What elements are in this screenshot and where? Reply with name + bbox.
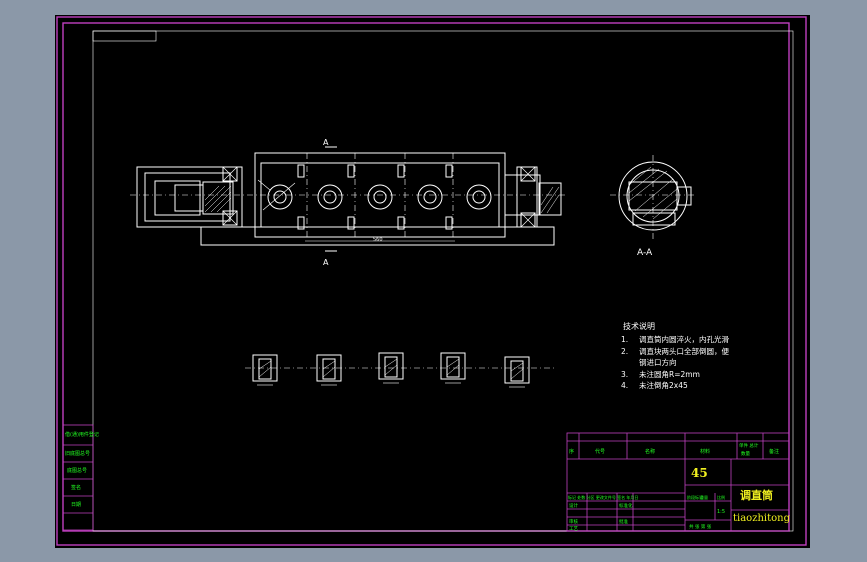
bore-holes bbox=[267, 184, 492, 210]
section-label-top: A bbox=[323, 138, 329, 147]
cad-viewport: A A 560 A-A bbox=[55, 15, 810, 548]
svg-text:名称: 名称 bbox=[645, 448, 655, 455]
part-name: 调直筒 bbox=[740, 488, 773, 502]
drawing-canvas: A A 560 A-A bbox=[56, 16, 807, 546]
svg-text:2.: 2. bbox=[621, 347, 628, 356]
svg-text:重量: 重量 bbox=[700, 494, 708, 500]
svg-text:1.: 1. bbox=[621, 335, 628, 344]
svg-text:4.: 4. bbox=[621, 381, 628, 390]
side-stamp-table: 借(通)用件登记 旧底图总号 底图总号 签名 日期 bbox=[62, 424, 99, 531]
detail-views bbox=[245, 352, 555, 388]
svg-text:单件 总计: 单件 总计 bbox=[739, 442, 759, 449]
dimension-length: 560 bbox=[373, 237, 383, 243]
section-label-bottom: A bbox=[323, 258, 329, 267]
svg-text:旧底图总号: 旧底图总号 bbox=[65, 450, 90, 457]
svg-text:借(通)用件登记: 借(通)用件登记 bbox=[65, 431, 99, 438]
svg-text:设计: 设计 bbox=[569, 502, 578, 509]
code-box bbox=[92, 30, 157, 42]
note-1: 调直筒内圆淬火，内孔光滑 bbox=[639, 334, 729, 344]
svg-text:备注: 备注 bbox=[769, 448, 779, 455]
material-text: 45 bbox=[691, 466, 708, 480]
svg-text:数量: 数量 bbox=[741, 450, 750, 457]
outer-frame bbox=[56, 16, 807, 546]
svg-text:比例: 比例 bbox=[717, 494, 725, 500]
section-view-label: A-A bbox=[637, 248, 653, 258]
svg-text:日期: 日期 bbox=[71, 502, 81, 508]
scale-text: 1:5 bbox=[717, 509, 725, 515]
technical-notes: 技术说明 1. 调直筒内圆淬火，内孔光滑 2. 调直块两头口全部倒圆，便 钢进口… bbox=[621, 321, 729, 390]
svg-text:批准: 批准 bbox=[619, 518, 628, 525]
svg-text:代号: 代号 bbox=[595, 448, 605, 455]
inner-frame bbox=[62, 22, 790, 532]
note-2: 调直块两头口全部倒圆，便 bbox=[639, 346, 729, 356]
section-view: A-A bbox=[610, 155, 695, 258]
title-block: 序 代号 名称 材料 单件 总计 数量 备注 45 调直筒 tiaozhiton… bbox=[566, 432, 791, 532]
main-view: A A 560 bbox=[130, 138, 567, 267]
svg-text:标准化: 标准化 bbox=[619, 502, 633, 509]
svg-text:序: 序 bbox=[569, 448, 574, 455]
note-2b: 钢进口方向 bbox=[639, 357, 677, 367]
svg-text:阶段标记: 阶段标记 bbox=[687, 494, 703, 500]
svg-text:3.: 3. bbox=[621, 370, 628, 379]
svg-text:底图总号: 底图总号 bbox=[67, 467, 87, 474]
notes-title: 技术说明 bbox=[623, 321, 655, 331]
svg-text:工艺: 工艺 bbox=[569, 526, 578, 532]
svg-text:材料: 材料 bbox=[700, 448, 710, 455]
svg-text:标记 处数 分区 更改文件号 签名 年月日: 标记 处数 分区 更改文件号 签名 年月日 bbox=[568, 494, 638, 500]
svg-text:审核: 审核 bbox=[569, 518, 578, 525]
drawing-code: tiaozhitong bbox=[733, 513, 791, 524]
svg-text:共 张 第 张: 共 张 第 张 bbox=[689, 523, 712, 530]
note-4: 未注倒角2x45 bbox=[639, 380, 688, 390]
svg-text:签名: 签名 bbox=[71, 484, 81, 491]
drawing-border bbox=[92, 30, 794, 532]
note-3: 未注圆角R=2mm bbox=[639, 369, 700, 379]
